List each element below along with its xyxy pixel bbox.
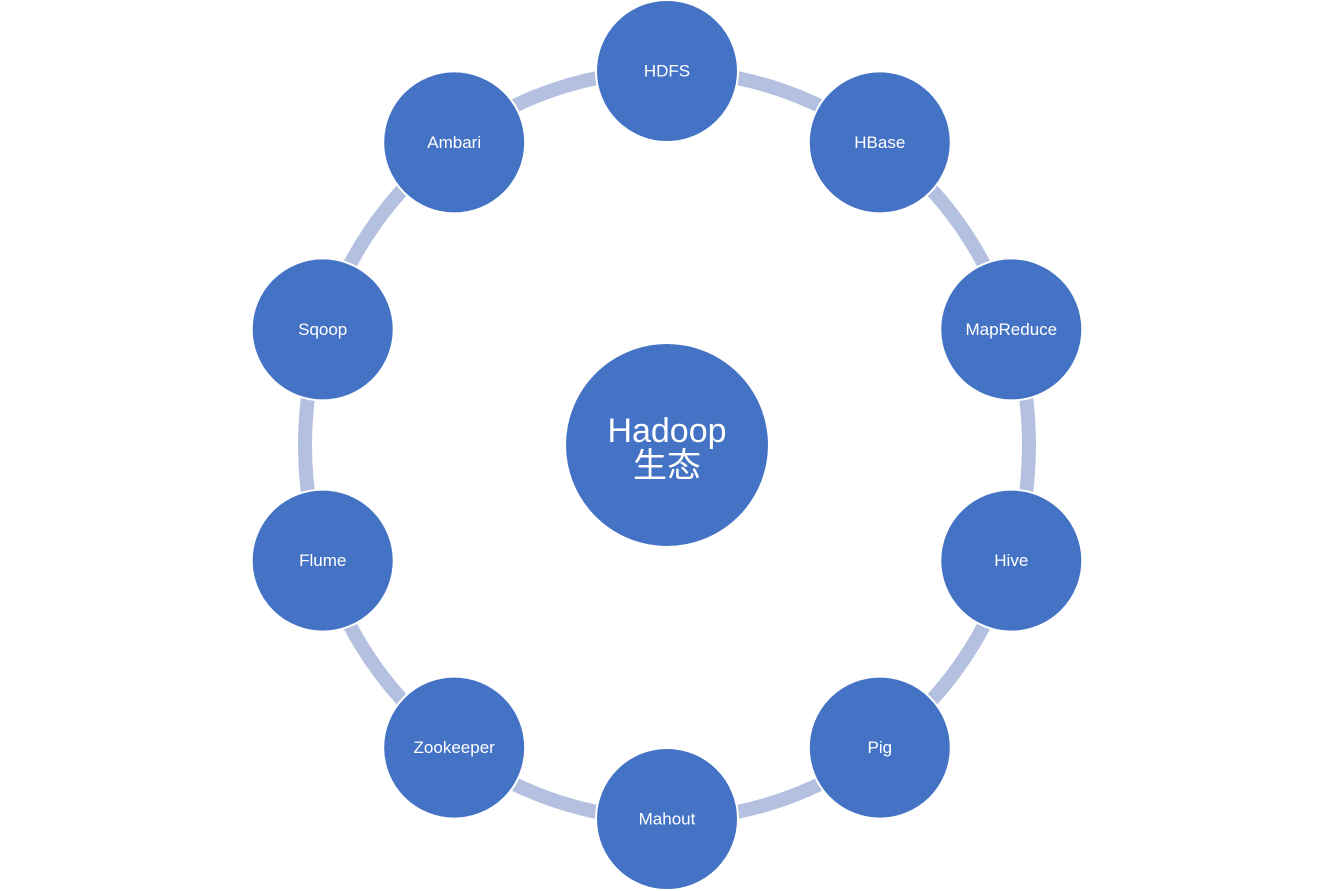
center-circle: [564, 342, 770, 548]
node-zookeeper: Zookeeper: [382, 675, 527, 820]
node-circle-mapreduce: [939, 257, 1084, 402]
node-circle-ambari: [382, 70, 527, 215]
node-label-hbase: HBase: [854, 133, 905, 152]
node-label-sqoop: Sqoop: [298, 320, 347, 339]
node-label-zookeeper: Zookeeper: [414, 738, 496, 757]
node-sqoop: Sqoop: [250, 257, 395, 402]
node-label-pig: Pig: [868, 738, 893, 757]
node-circle-hive: [939, 488, 1084, 633]
node-circle-pig: [807, 675, 952, 820]
node-flume: Flume: [250, 488, 395, 633]
center-hub: Hadoop 生态: [564, 342, 770, 548]
node-hdfs: HDFS: [595, 0, 739, 143]
node-circle-hdfs: [595, 0, 739, 143]
node-label-mahout: Mahout: [639, 810, 696, 829]
center-title: Hadoop: [607, 412, 726, 450]
center-subtitle: 生态: [633, 447, 701, 485]
node-label-ambari: Ambari: [427, 133, 481, 152]
node-circle-flume: [250, 488, 395, 633]
node-label-hdfs: HDFS: [644, 62, 690, 81]
node-circle-sqoop: [250, 257, 395, 402]
node-circle-zookeeper: [382, 675, 527, 820]
node-label-mapreduce: MapReduce: [965, 320, 1057, 339]
node-hbase: HBase: [807, 70, 952, 215]
node-circle-mahout: [595, 747, 739, 891]
node-mahout: Mahout: [595, 747, 739, 891]
node-label-hive: Hive: [994, 551, 1028, 570]
node-label-flume: Flume: [299, 551, 346, 570]
node-pig: Pig: [807, 675, 952, 820]
node-mapreduce: MapReduce: [939, 257, 1084, 402]
node-circle-hbase: [807, 70, 952, 215]
node-ambari: Ambari: [382, 70, 527, 215]
node-hive: Hive: [939, 488, 1084, 633]
